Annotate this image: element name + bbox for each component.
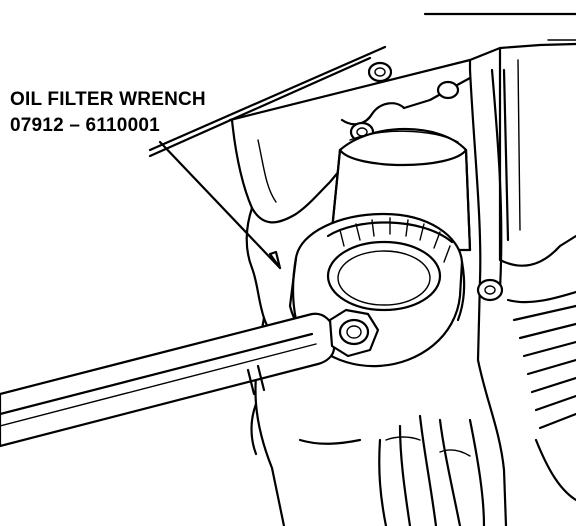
wrench-hex-nut <box>328 308 380 358</box>
tool-name-label: OIL FILTER WRENCH <box>10 89 206 110</box>
callout-leader-line <box>158 140 282 270</box>
tool-callout: OIL FILTER WRENCH 07912 – 6110001 <box>10 87 206 139</box>
corner-rule-marks <box>423 12 576 41</box>
bolt-bosses <box>349 61 504 302</box>
part-number-label: 07912 – 6110001 <box>10 115 160 136</box>
engine-block-outline <box>148 42 576 526</box>
wrench-handle <box>0 312 336 448</box>
